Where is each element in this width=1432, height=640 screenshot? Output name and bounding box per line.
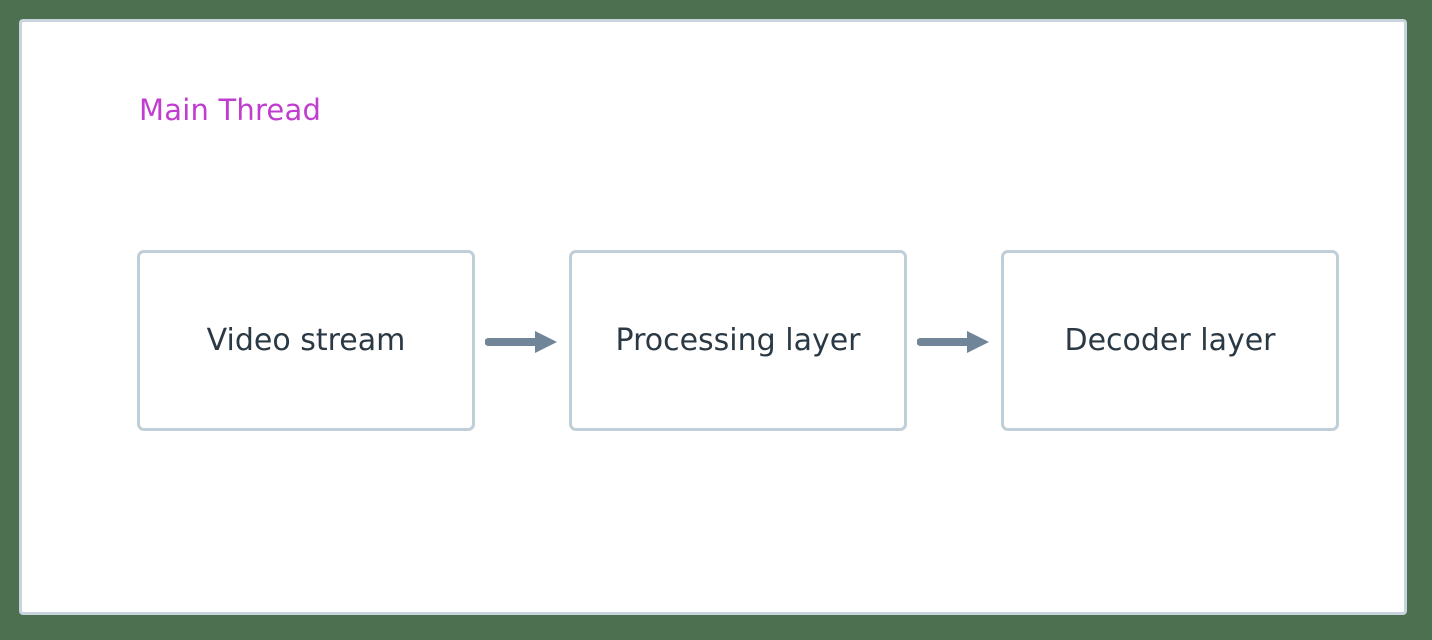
node-label: Decoder layer (1064, 322, 1276, 358)
arrow-right-icon (485, 328, 559, 356)
node-decoder-layer[interactable]: Decoder layer (1001, 250, 1339, 431)
arrow-right-icon (917, 328, 991, 356)
node-processing-layer[interactable]: Processing layer (569, 250, 907, 431)
edge-video-stream-to-processing-layer (485, 328, 559, 356)
node-label: Video stream (206, 322, 406, 358)
node-label: Processing layer (615, 322, 861, 358)
edge-processing-layer-to-decoder-layer (917, 328, 991, 356)
main-thread-cluster-panel: Main Thread Video stream Processing laye… (19, 19, 1407, 615)
cluster-title-main-thread: Main Thread (139, 93, 322, 127)
node-video-stream[interactable]: Video stream (137, 250, 475, 431)
